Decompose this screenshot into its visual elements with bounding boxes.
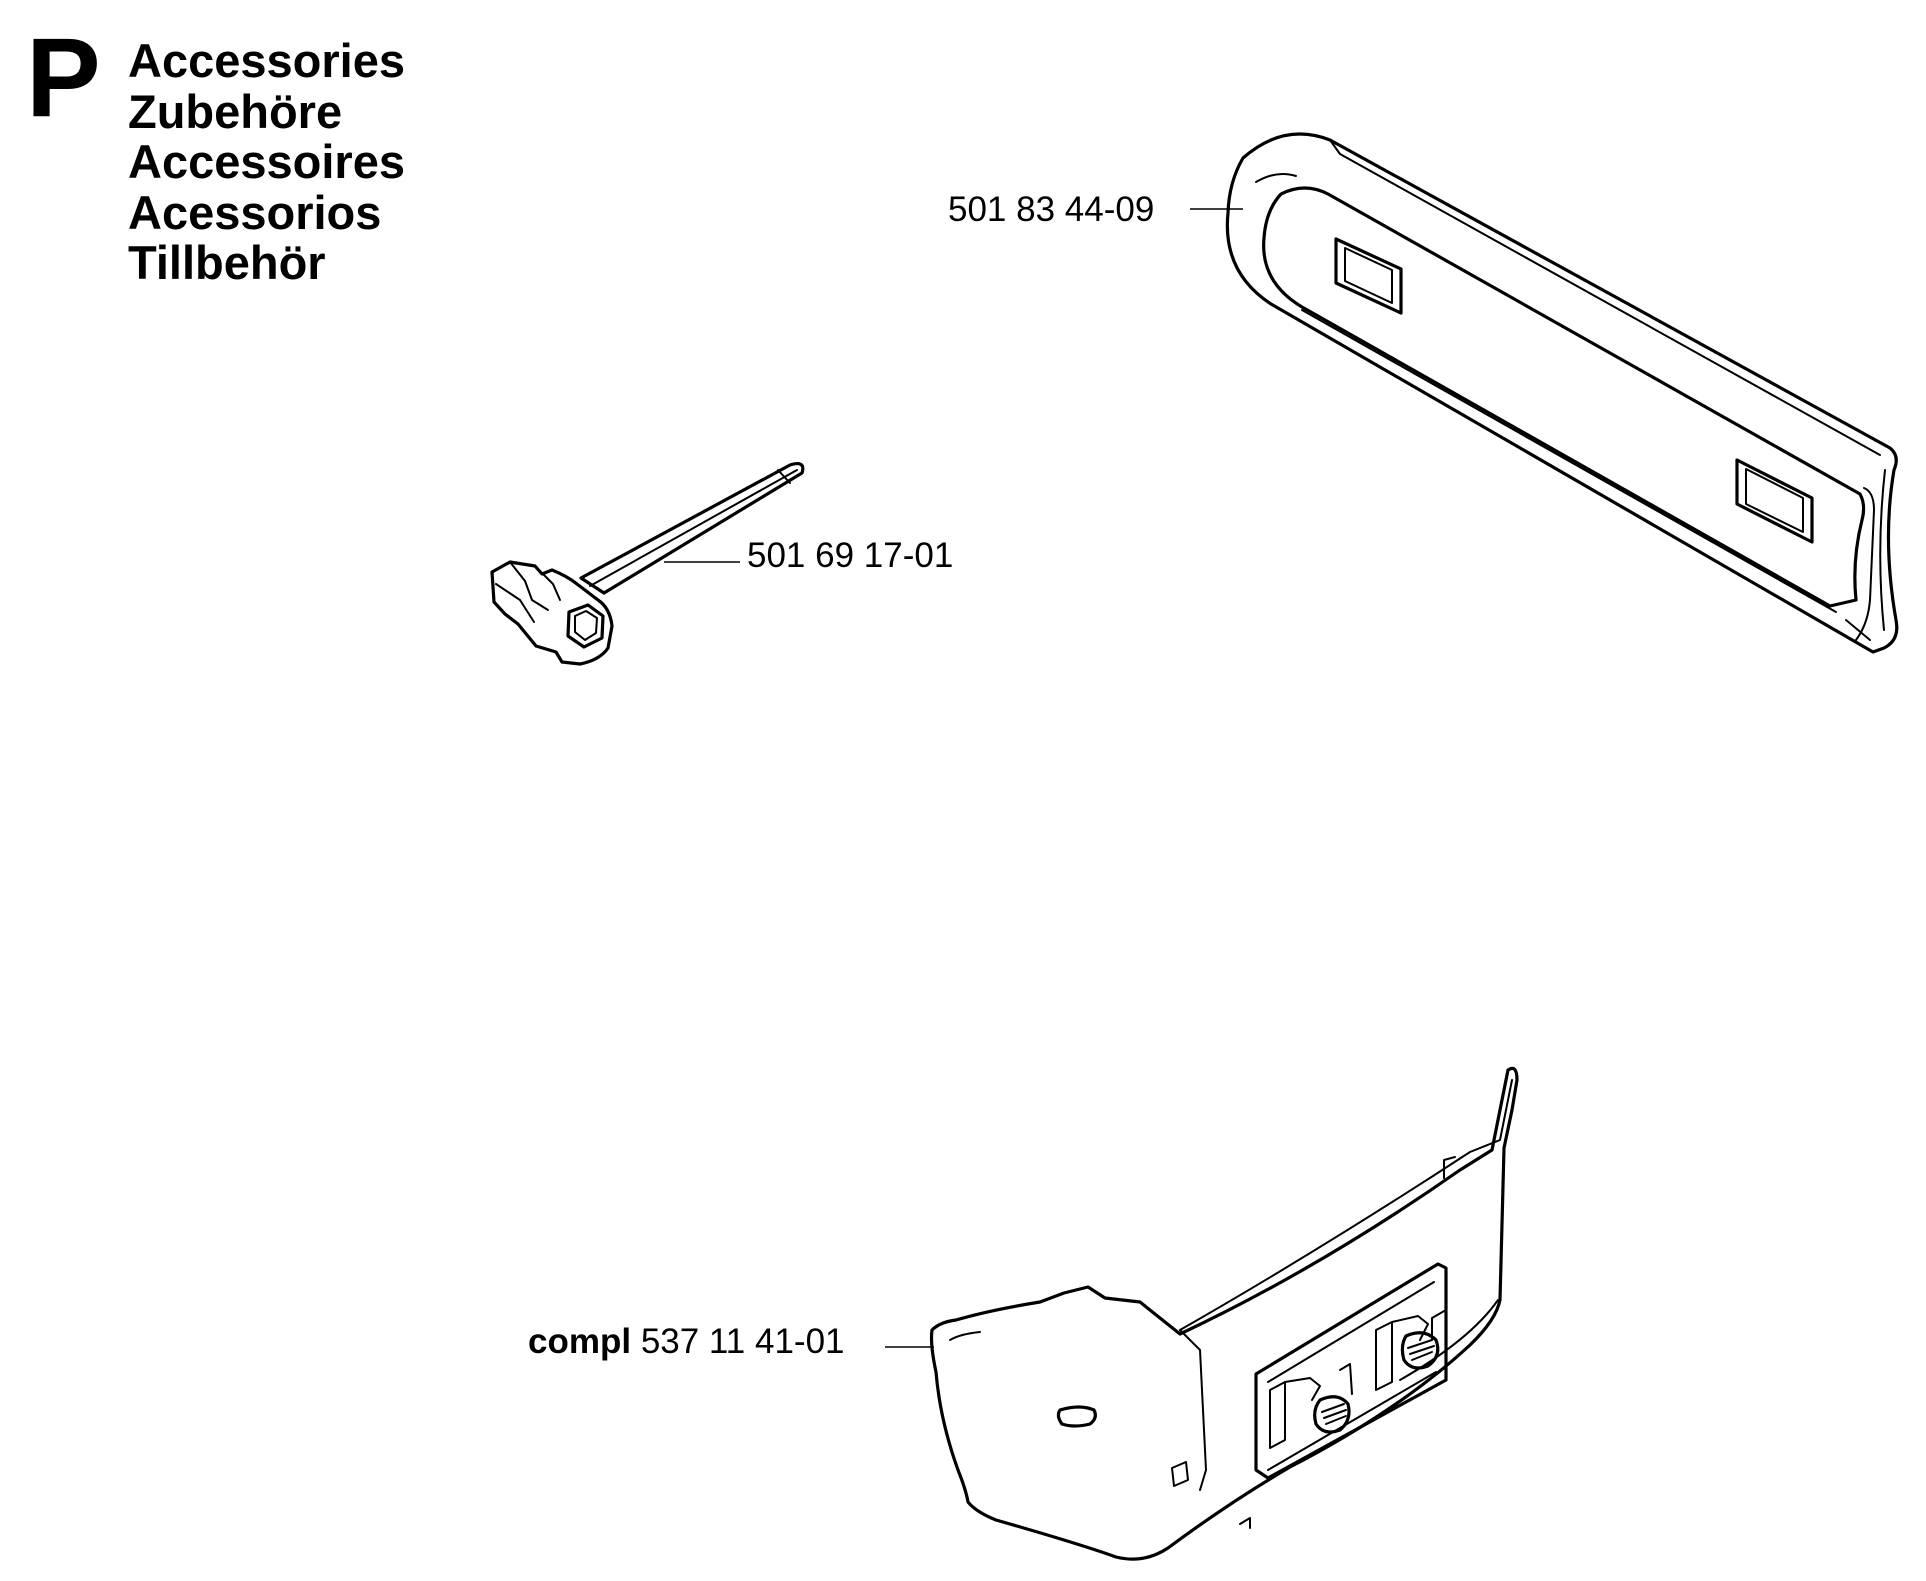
spark-plug-wrench-illustration	[490, 462, 805, 666]
chain-cover-illustration	[929, 1066, 1519, 1561]
section-title-english: Accessories	[128, 34, 405, 87]
part-number-text: 501 83 44-09	[948, 190, 1155, 229]
part-number-chain-cover: compl 537 11 41-01	[528, 1324, 845, 1359]
part-number-text: 501 69 17-01	[747, 536, 954, 575]
part-number-bar-cover: 501 83 44-09	[948, 192, 1154, 227]
part-prefix-compl: compl	[528, 1322, 632, 1361]
part-number-text: 537 11 41-01	[640, 1322, 845, 1361]
section-title-french: Accessoires	[128, 135, 405, 188]
section-title-list: Accessories Zubehöre Accessoires Acessor…	[128, 34, 405, 289]
section-title-portuguese: Acessorios	[128, 185, 382, 239]
bar-cover-illustration	[1225, 132, 1899, 654]
section-title-german: Zubehöre	[128, 84, 343, 138]
part-number-spark-plug-wrench: 501 69 17-01	[747, 538, 953, 573]
section-letter: P	[26, 15, 101, 140]
section-title-swedish: Tillbehör	[128, 236, 326, 289]
